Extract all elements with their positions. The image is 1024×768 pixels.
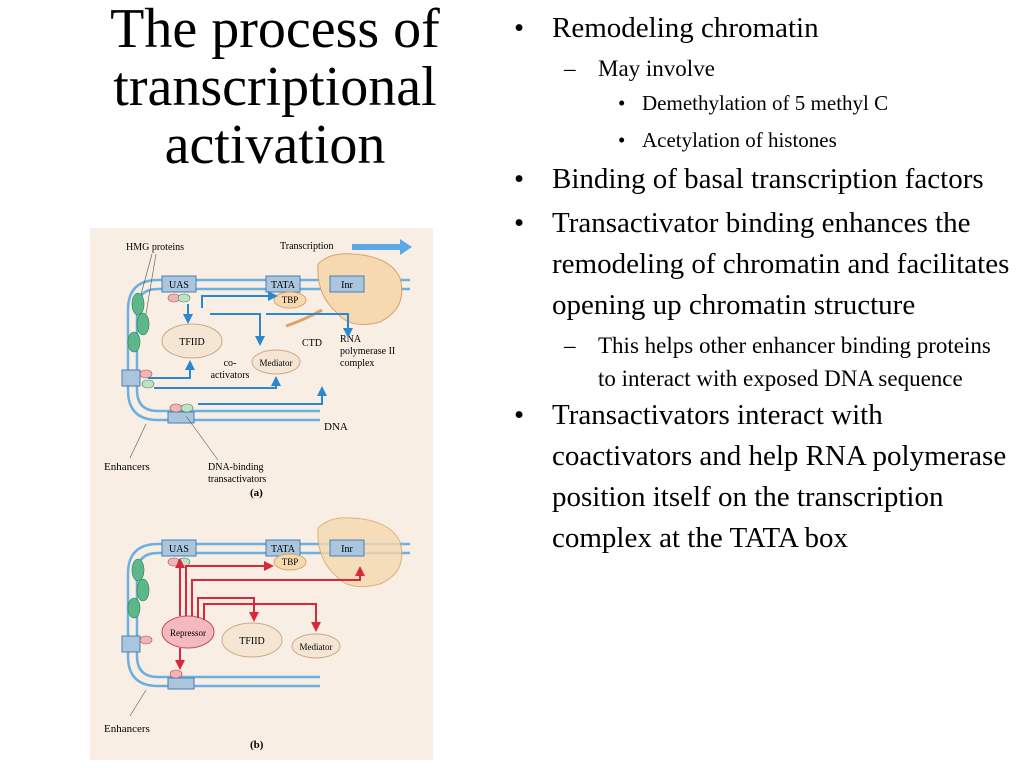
activation-arrow-uas-tbp: [201, 291, 278, 308]
dna-label: DNA: [324, 421, 348, 433]
repression-arrow-to-tfiid: [197, 597, 259, 622]
hmg-protein-b-1: [131, 558, 145, 582]
enhancers-label-b: Enhancers: [104, 723, 150, 735]
hmg-proteins-label: HMG proteins: [126, 242, 184, 253]
mediator-blob-b: [291, 633, 341, 659]
hmg-pointer-1: [139, 253, 153, 299]
hmg-protein-b-3: [127, 597, 141, 619]
tfiid-label-b: TFIID: [239, 636, 265, 647]
dna-strand-outer-b: [126, 542, 410, 688]
bullet-transactivator-binding: Transactivator binding enhances the remo…: [506, 203, 1012, 326]
enhancers-label-a: Enhancers: [104, 461, 150, 473]
bullet-coactivators: Transactivators interact with coactivato…: [506, 395, 1012, 559]
bullet-basal-factors: Binding of basal transcription factors: [506, 159, 1012, 200]
coactivators-label-1: co-: [224, 358, 237, 369]
sub-sub-bullet-acetylation: Acetylation of histones: [506, 122, 1012, 159]
rna-pol-label-2: polymerase II: [340, 346, 395, 357]
transactivator-enh2-2: [180, 403, 194, 413]
repressor-blob: [161, 615, 215, 649]
enhancer-box-2: [167, 411, 195, 424]
mediator-label-b: Mediator: [300, 642, 333, 652]
inr-label: Inr: [341, 280, 353, 291]
tata-label-b: TATA: [271, 544, 296, 555]
hmg-pointer-2: [145, 253, 157, 315]
transactivator-b-3: [139, 635, 153, 645]
transactivator-enh2-1: [169, 403, 183, 413]
repression-arrow-to-tbp: [185, 561, 274, 616]
title-line-3: activation: [164, 114, 386, 176]
coactivators-label-2: activators: [211, 370, 250, 381]
slide-title: The process of transcriptional activatio…: [60, 0, 490, 174]
sub-bullet-enhancer-proteins: This helps other enhancer binding protei…: [506, 329, 1012, 395]
activation-arrow-to-pol: [266, 313, 353, 338]
activation-arrow-uas-mediator: [210, 313, 265, 346]
transcription-diagram: UAS TATA Inr TBP CTD RNA polymerase II c…: [90, 228, 433, 760]
transcription-label: Transcription: [280, 241, 334, 252]
sub-sub-bullet-demethylation: Demethylation of 5 methyl C: [506, 85, 1012, 122]
bullet-remodeling: Remodeling chromatin: [506, 8, 1012, 49]
uas-label-b: UAS: [169, 544, 189, 555]
tfiid-blob: [161, 323, 223, 359]
enhancer-box-1: [121, 369, 141, 387]
repression-arrow-to-mediator: [203, 603, 321, 632]
dna-strand-outer: [126, 278, 410, 422]
transactivators-pointer: [185, 415, 219, 461]
activation-arrow-enh-mediator: [154, 376, 281, 389]
transactivator-b-4: [169, 669, 183, 679]
inr-box: [329, 275, 365, 293]
tbp-label-b: TBP: [282, 557, 299, 567]
repression-arrow-to-pol: [191, 566, 365, 616]
hmg-protein-b-2: [136, 578, 150, 602]
tfiid-blob-b: [221, 622, 283, 658]
transactivator-enh1-2: [141, 379, 155, 389]
inr-label-b: Inr: [341, 544, 353, 555]
uas-box-b: [161, 539, 197, 557]
hmg-protein-1: [131, 292, 145, 316]
transactivators-label-2: transactivators: [208, 474, 266, 485]
enhancer-box-b-1: [121, 635, 141, 653]
hmg-protein-3: [127, 331, 141, 353]
inr-box-b: [329, 539, 365, 557]
diagram-svg: UAS TATA Inr TBP CTD RNA polymerase II c…: [90, 228, 433, 760]
transactivator-uas-2: [177, 293, 191, 303]
activation-arrow-enh2-pol: [198, 386, 327, 405]
tata-box: [265, 275, 301, 293]
tbp-blob-b: [273, 553, 307, 571]
rna-pol-label-3: complex: [340, 358, 374, 369]
transcription-arrow-icon: [352, 239, 412, 255]
ctd-label: CTD: [302, 338, 322, 349]
panel-a-label: (a): [250, 487, 263, 499]
panel-a: UAS TATA Inr TBP CTD RNA polymerase II c…: [104, 239, 412, 499]
panel-b-label: (b): [250, 739, 264, 751]
rna-pol-label-1: RNA: [340, 334, 362, 345]
tbp-label: TBP: [282, 295, 299, 305]
transactivator-enh1-1: [139, 369, 153, 379]
enhancer-box-b-2: [167, 677, 195, 690]
tata-label: TATA: [271, 280, 296, 291]
hmg-protein-2: [136, 312, 150, 336]
uas-label: UAS: [169, 280, 189, 291]
repressor-label: Repressor: [170, 628, 206, 638]
transactivators-label-1: DNA-binding: [208, 462, 264, 473]
mediator-label: Mediator: [260, 358, 293, 368]
activation-arrow-enh-tfiid: [148, 360, 195, 379]
panel-b: UAS TATA Inr TBP Repressor TFIID Mediato: [104, 517, 410, 751]
uas-box: [161, 275, 197, 293]
mediator-blob: [251, 349, 301, 375]
enhancers-pointer: [129, 423, 147, 459]
enhancers-pointer-b: [129, 689, 147, 717]
tfiid-label: TFIID: [179, 337, 205, 348]
title-line-1: The process of: [110, 0, 440, 60]
sub-bullet-may-involve: May involve: [506, 52, 1012, 85]
ctd-tail: [285, 308, 323, 328]
bullet-list: Remodeling chromatin May involve Demethy…: [506, 8, 1012, 562]
title-line-2: transcriptional: [113, 56, 437, 118]
